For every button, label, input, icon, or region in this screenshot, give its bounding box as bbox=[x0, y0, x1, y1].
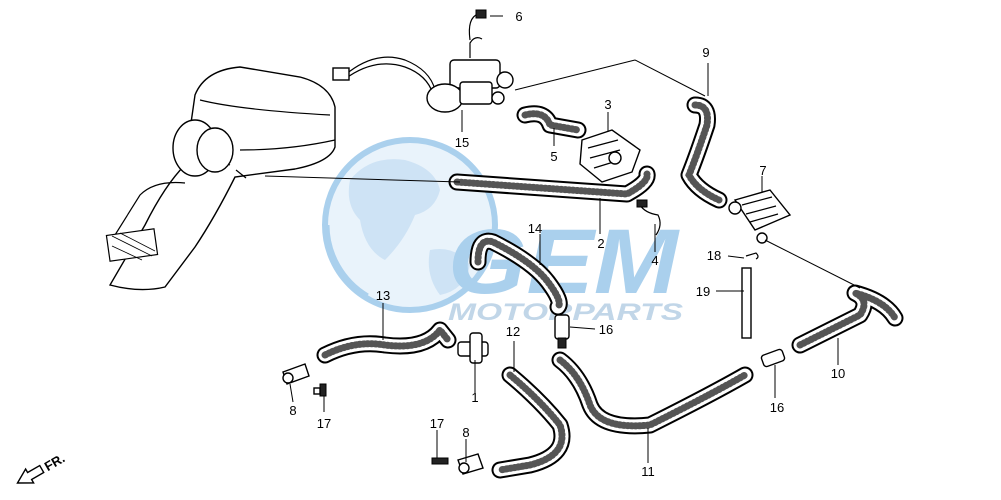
clip-6 bbox=[468, 9, 487, 41]
callout-8-upper: 8 bbox=[289, 403, 296, 418]
hose-2 bbox=[448, 165, 656, 203]
callout-10: 10 bbox=[831, 366, 845, 381]
reed-valve-3 bbox=[579, 129, 641, 183]
callout-9: 9 bbox=[702, 45, 709, 60]
solenoid-valve-15 bbox=[332, 37, 514, 113]
hose-14 bbox=[469, 232, 568, 316]
callout-4: 4 bbox=[651, 253, 658, 268]
callout-15: 15 bbox=[455, 135, 469, 150]
joint-16-lower bbox=[760, 348, 786, 368]
air-cleaner-housing bbox=[105, 66, 336, 291]
callout-13: 13 bbox=[376, 288, 390, 303]
callout-8-lower: 8 bbox=[462, 425, 469, 440]
callout-6: 6 bbox=[515, 9, 522, 24]
hose-10 bbox=[791, 284, 904, 354]
callout-numbers: 6 9 3 15 5 7 2 14 4 18 19 13 12 16 10 1 … bbox=[289, 9, 845, 479]
hose-13 bbox=[316, 321, 457, 364]
hose-12 bbox=[491, 366, 571, 479]
callout-11: 11 bbox=[641, 464, 655, 479]
bracket-8-upper bbox=[282, 363, 310, 385]
callout-3: 3 bbox=[604, 97, 611, 112]
callout-12: 12 bbox=[506, 324, 520, 339]
arrow-icon bbox=[16, 464, 45, 484]
joint-16-upper bbox=[554, 314, 570, 349]
front-label: FR. bbox=[42, 450, 68, 473]
check-valve-7 bbox=[728, 189, 792, 244]
t-joint-1 bbox=[457, 332, 489, 364]
hose-11 bbox=[551, 351, 754, 435]
hose-5 bbox=[516, 105, 587, 139]
clip-18 bbox=[745, 252, 759, 260]
callout-17-lower: 17 bbox=[430, 416, 444, 431]
callout-14: 14 bbox=[528, 221, 542, 236]
callout-18: 18 bbox=[707, 248, 721, 263]
callout-16-lower: 16 bbox=[770, 400, 784, 415]
callout-17-upper: 17 bbox=[317, 416, 331, 431]
bolt-17-lower bbox=[431, 457, 449, 465]
clamp-4 bbox=[639, 204, 661, 236]
callout-5: 5 bbox=[550, 149, 557, 164]
callout-1: 1 bbox=[471, 390, 478, 405]
tube-19 bbox=[741, 267, 752, 339]
callout-2: 2 bbox=[597, 236, 604, 251]
bolt-17-upper bbox=[313, 383, 327, 397]
bracket-8-lower bbox=[457, 453, 484, 475]
hose-group bbox=[316, 96, 904, 479]
fittings bbox=[282, 199, 786, 475]
callout-7: 7 bbox=[759, 163, 766, 178]
hose-9 bbox=[680, 96, 728, 209]
callout-16-upper: 16 bbox=[599, 322, 613, 337]
callout-19: 19 bbox=[696, 284, 710, 299]
leader-lines bbox=[264, 15, 861, 463]
front-direction-marker: FR. bbox=[16, 450, 68, 484]
